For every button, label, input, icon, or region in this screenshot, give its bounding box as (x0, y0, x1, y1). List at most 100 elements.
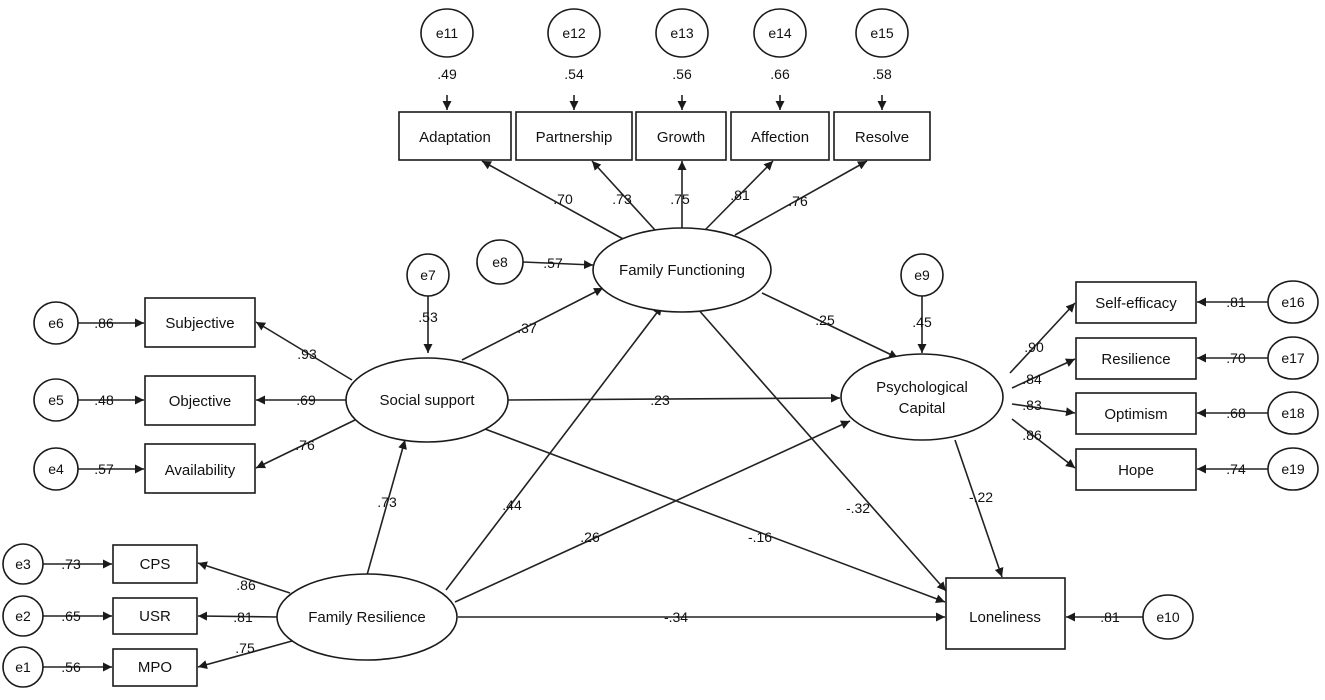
error-label: e10 (1156, 609, 1180, 625)
coef-e5: .48 (94, 392, 114, 408)
node-label: Availability (165, 462, 236, 479)
error-e10: e10 (1142, 594, 1194, 640)
node-label: Hope (1118, 462, 1154, 479)
node-label: USR (139, 608, 171, 625)
edge-ff-affection (704, 160, 774, 231)
coef-ff-pc: .25 (815, 312, 835, 328)
error-label: e12 (562, 25, 586, 41)
coef-e18: .68 (1226, 405, 1246, 421)
edge-pc-resilience (1011, 358, 1076, 389)
error-e13: e13 (655, 8, 709, 58)
error-e16: e16 (1267, 280, 1319, 324)
coef-e2: .65 (61, 608, 81, 624)
node-label: Objective (169, 393, 232, 410)
edge-fr-ss (366, 439, 407, 576)
coef-fr-ss: .73 (377, 494, 397, 510)
coef-ss-ff: .37 (517, 320, 537, 336)
edge-ff-lon (696, 307, 947, 592)
node-resolve: Resolve (833, 111, 931, 161)
edge-ss-ff (461, 287, 604, 361)
error-label: e19 (1281, 461, 1305, 477)
node-label: Affection (751, 129, 809, 146)
node-label: Growth (657, 129, 705, 146)
error-e8: e8 (476, 239, 524, 285)
error-e18: e18 (1267, 391, 1319, 435)
node-optimism: Optimism (1075, 392, 1197, 435)
edge-fr-cps (197, 561, 291, 594)
coef-ss-subjective: .93 (297, 346, 317, 362)
coef-pc-lon: -.22 (969, 489, 993, 505)
coef-ff-resolve: .76 (788, 193, 808, 209)
edge-pc-self-efficacy (1009, 302, 1076, 374)
node-family-resilience: Family Resilience (276, 573, 458, 661)
node-mpo: MPO (112, 648, 198, 687)
error-label: e15 (870, 25, 894, 41)
error-label: e17 (1281, 350, 1305, 366)
error-e4: e4 (33, 447, 79, 491)
node-label: Family Resilience (308, 609, 426, 626)
coef-e17: .70 (1226, 350, 1246, 366)
edges (43, 95, 1268, 672)
coef-e1: .56 (61, 659, 81, 675)
coef-ff-lon: -.32 (846, 500, 870, 516)
coef-e6: .86 (94, 315, 114, 331)
error-e6: e6 (33, 301, 79, 345)
error-e9: e9 (900, 253, 944, 297)
coef-e12: .54 (564, 66, 584, 82)
error-label: e18 (1281, 405, 1305, 421)
node-growth: Growth (635, 111, 727, 161)
edge-pc-hope (1011, 418, 1076, 469)
error-e11: e11 (420, 8, 474, 58)
error-label: e4 (48, 461, 64, 477)
edge-ff-adaptation (481, 160, 626, 241)
node-objective: Objective (144, 375, 256, 426)
error-e3: e3 (2, 543, 44, 585)
error-label: e1 (15, 659, 31, 675)
coef-fr-mpo: .75 (235, 640, 255, 656)
edge-ss-availability (255, 419, 356, 469)
coef-e13: .56 (672, 66, 692, 82)
node-cps: CPS (112, 544, 198, 584)
error-e5: e5 (33, 378, 79, 422)
coef-e3: .73 (61, 556, 81, 572)
error-label: e16 (1281, 294, 1305, 310)
edge-fr-mpo (197, 640, 293, 669)
error-label: e8 (492, 254, 508, 270)
error-e2: e2 (2, 595, 44, 637)
coef-e11: .49 (437, 66, 457, 82)
node-label: Loneliness (969, 609, 1041, 626)
coef-e9: .45 (912, 314, 932, 330)
error-label: e9 (914, 267, 930, 283)
node-partnership: Partnership (515, 111, 633, 161)
edge-ss-lon (484, 428, 946, 604)
node-social-support: Social support (345, 357, 509, 443)
error-e19: e19 (1267, 447, 1319, 491)
coef-pc-optimism: .83 (1022, 397, 1042, 413)
node-loneliness: Loneliness (945, 577, 1066, 650)
coef-pc-hope: .86 (1022, 427, 1042, 443)
node-family-functioning: Family Functioning (592, 227, 772, 313)
edge-fr-usr (197, 611, 279, 621)
coef-fr-ff: .44 (502, 497, 522, 513)
error-e14: e14 (753, 8, 807, 58)
coefficient-labels: .49 .54 .56 .66 .58 .70 .73 .75 .81 .76 … (61, 66, 1246, 675)
coef-ff-adaptation: .70 (553, 191, 573, 207)
coef-e7: .53 (418, 309, 438, 325)
coef-pc-resilience: .84 (1022, 371, 1042, 387)
coef-fr-cps: .86 (236, 577, 256, 593)
node-label: Optimism (1104, 406, 1167, 423)
coef-ff-growth: .75 (670, 191, 690, 207)
node-label: CPS (140, 556, 171, 573)
error-label: e2 (15, 608, 31, 624)
node-label: Subjective (165, 315, 234, 332)
error-label: e11 (436, 25, 459, 41)
node-psychological-capital: Psychological Capital (840, 353, 1004, 441)
node-label: Social support (379, 392, 475, 409)
node-adaptation: Adaptation (398, 111, 512, 161)
error-e17: e17 (1267, 336, 1319, 380)
nodes: Adaptation Partnership Growth Affection … (2, 8, 1319, 688)
coef-ss-lon: -.16 (748, 529, 772, 545)
error-label: e3 (15, 556, 31, 572)
edge-e8-ff (522, 260, 594, 270)
